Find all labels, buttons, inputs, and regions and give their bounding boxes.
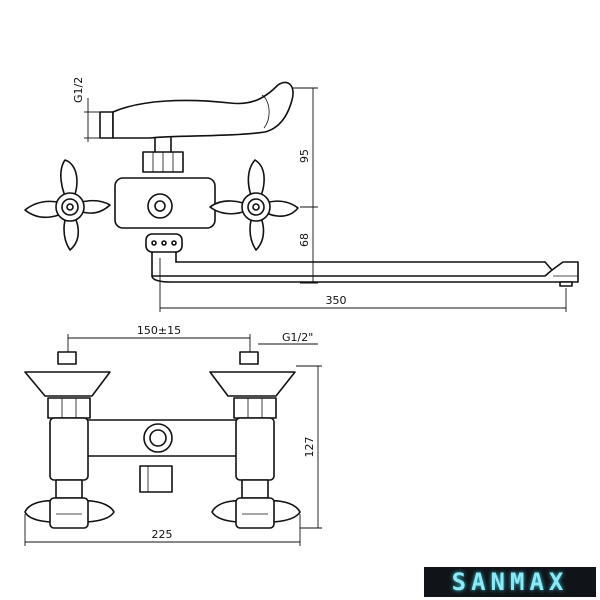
- inlet-left: [57, 351, 77, 365]
- center-outlet: [147, 193, 173, 219]
- front-view: 150±15 G1/2" 127 225: [24, 324, 322, 546]
- valve-left: [49, 417, 89, 481]
- front-outlet: [143, 423, 173, 453]
- nut-right: [233, 397, 277, 419]
- brand-name: SANMAX: [451, 568, 569, 596]
- body-height-label: 127: [303, 437, 316, 458]
- spout-length-label: 350: [326, 294, 347, 307]
- spout: [151, 261, 579, 283]
- overall-width-label: 225: [152, 528, 173, 541]
- height-upper-label: 95: [298, 149, 311, 163]
- nut-left: [47, 397, 91, 419]
- height-lower-label: 68: [298, 233, 311, 247]
- escutcheon-left: [24, 371, 111, 397]
- escutcheon-right: [209, 371, 296, 397]
- valve-right: [235, 417, 275, 481]
- left-cross-handle: [24, 159, 111, 251]
- bottom-thread-label: G1/2": [282, 331, 313, 344]
- spout-nut: [145, 233, 183, 253]
- centers-label: 150±15: [137, 324, 181, 337]
- front-spout-nut: [139, 465, 173, 493]
- brand-logo: SANMAX: [424, 567, 596, 597]
- stem-right: [241, 479, 269, 499]
- lever-handle: [112, 81, 294, 139]
- right-cross-handle: [209, 159, 299, 251]
- top-view: G1/2 95 68 350: [24, 77, 579, 312]
- top-thread-label: G1/2: [72, 77, 85, 103]
- inlet-right: [239, 351, 259, 365]
- stem-left: [55, 479, 83, 499]
- inlet-stub-left: [99, 111, 114, 139]
